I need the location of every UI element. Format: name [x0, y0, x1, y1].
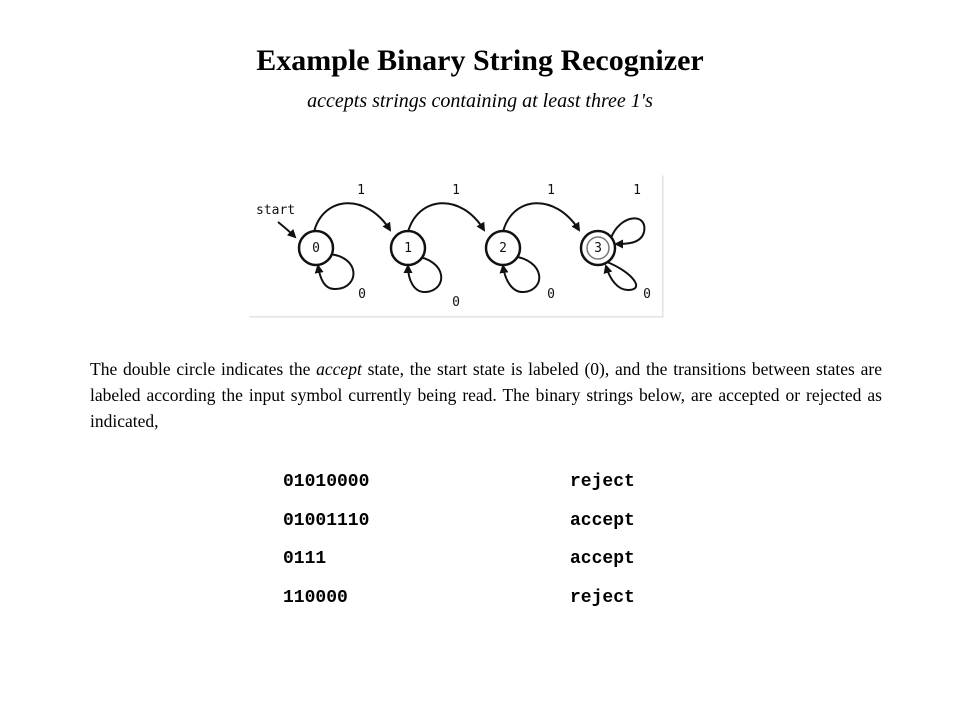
state-3-circle — [579, 229, 617, 267]
transition-0-1 — [313, 202, 392, 233]
label-3-3-zero: 0 — [643, 287, 651, 302]
result-label: reject — [570, 587, 635, 608]
list-item: 01001110 accept — [283, 511, 683, 550]
start-arrow — [277, 221, 297, 239]
self-loop-3-one — [610, 217, 646, 249]
page-subtitle: accepts strings containing at least thre… — [307, 90, 653, 112]
description-paragraph: The double circle indicates the accept s… — [90, 356, 882, 434]
label-3-3-one: 1 — [633, 183, 641, 198]
list-item: 01010000 reject — [283, 472, 683, 511]
state-1-label: 1 — [404, 241, 412, 256]
description-part-2: state, the start state is labeled (0), a… — [90, 359, 882, 431]
label-1-1: 0 — [452, 295, 460, 310]
state-2-label: 2 — [499, 241, 507, 256]
result-label: accept — [570, 549, 635, 569]
state-1-circle — [389, 229, 427, 267]
label-2-2: 0 — [547, 287, 555, 302]
state-0-circle — [297, 229, 335, 267]
example-strings-list: 01010000 reject 01001110 accept 0111 acc… — [283, 472, 683, 626]
result-label: reject — [570, 472, 635, 492]
result-label: accept — [570, 510, 635, 531]
state-0-label: 0 — [312, 241, 320, 256]
self-loop-2 — [499, 255, 541, 294]
label-2-3: 1 — [547, 183, 555, 198]
self-loop-0 — [314, 253, 355, 291]
label-0-1: 1 — [357, 183, 365, 198]
list-item: 0111 accept — [283, 549, 683, 588]
description-part-1: The double circle indicates the — [90, 359, 317, 379]
start-label: start — [256, 203, 295, 218]
label-0-0: 0 — [358, 287, 366, 302]
self-loop-1 — [403, 255, 443, 294]
list-item: 110000 reject — [283, 588, 683, 627]
state-2-circle — [484, 229, 522, 267]
state-3-label: 3 — [594, 241, 602, 256]
label-1-2: 1 — [452, 183, 460, 198]
transition-1-2 — [407, 202, 486, 233]
self-loop-3-zero — [603, 261, 638, 292]
transition-2-3 — [502, 202, 581, 233]
input-string: 0111 — [283, 549, 327, 569]
input-string: 110000 — [283, 587, 348, 608]
input-string: 01001110 — [283, 510, 370, 531]
accept-emphasis: accept — [316, 359, 362, 379]
state-3-accept-ring — [586, 236, 610, 260]
input-string: 01010000 — [283, 472, 370, 492]
state-diagram: start 0 1 2 3 1 1 1 1 0 0 0 0 — [248, 174, 662, 316]
page-title: Example Binary String Recognizer — [256, 44, 704, 77]
state-diagram-svg: start 0 1 2 3 1 1 1 1 0 0 0 0 — [256, 183, 651, 310]
